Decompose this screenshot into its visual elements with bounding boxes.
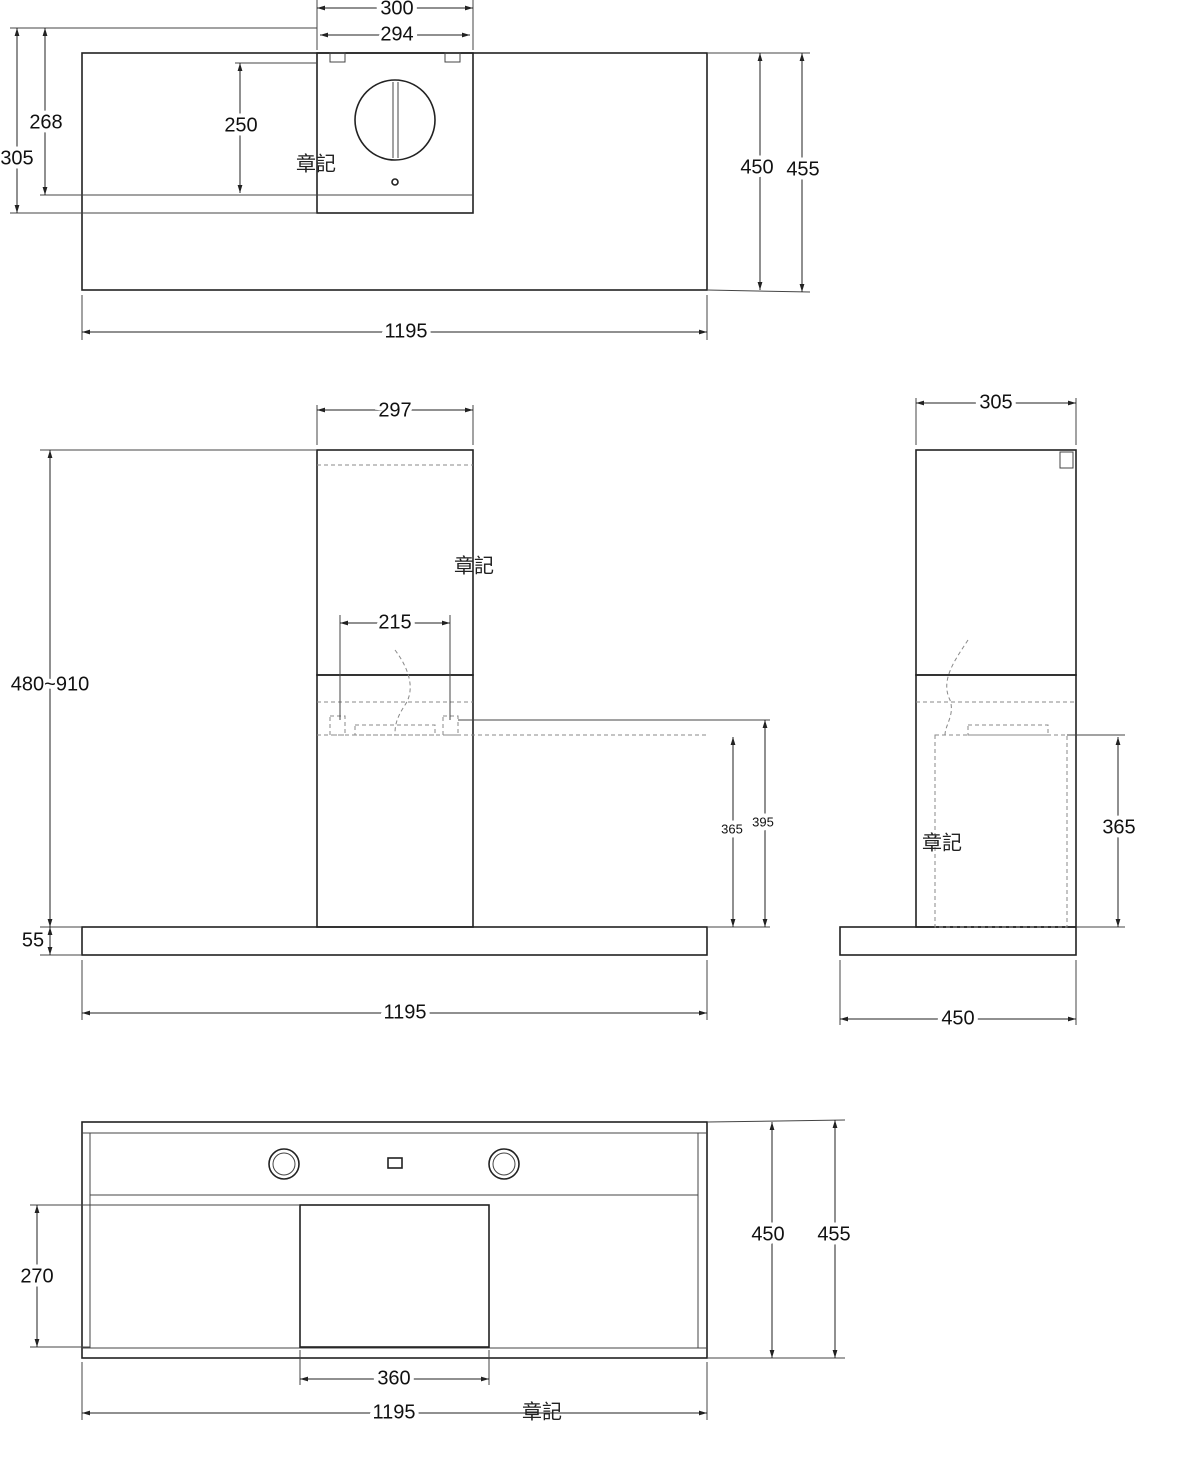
dim-label: 480~910 bbox=[11, 673, 89, 695]
dim-label: 1195 bbox=[383, 1001, 426, 1023]
dim-label: 1195 bbox=[372, 1401, 415, 1423]
watermark: 章記 bbox=[296, 152, 336, 176]
dim-label: 55 bbox=[22, 929, 44, 951]
side-view: 305 365 450 bbox=[839, 387, 1140, 1033]
display-indicator bbox=[387, 1157, 403, 1169]
dim-label: 250 bbox=[224, 114, 257, 136]
front-view: 297 480~910 55 215 365 395 1195 bbox=[7, 395, 778, 1027]
dim-label: 1195 bbox=[384, 320, 427, 342]
dim-label: 305 bbox=[0, 147, 33, 169]
dim-label: 297 bbox=[378, 399, 411, 421]
grease-filter bbox=[299, 1204, 490, 1348]
dim-label: 395 bbox=[752, 814, 774, 829]
dim-label: 268 bbox=[29, 111, 62, 133]
dim-label: 294 bbox=[380, 23, 413, 45]
dim-label: 360 bbox=[377, 1367, 410, 1389]
knob-left[interactable] bbox=[268, 1148, 300, 1180]
dim-label: 215 bbox=[378, 611, 411, 633]
dim-label: 365 bbox=[721, 821, 743, 836]
dim-label: 450 bbox=[751, 1223, 784, 1245]
bottom-view: 450 455 270 360 1195 bbox=[16, 1119, 855, 1427]
watermark: 章記 bbox=[922, 831, 962, 855]
dim-label: 450 bbox=[941, 1007, 974, 1029]
dim-label: 455 bbox=[817, 1223, 850, 1245]
knob-right[interactable] bbox=[488, 1148, 520, 1180]
duct-outlet bbox=[354, 79, 436, 161]
dim-label: 300 bbox=[380, 0, 413, 19]
watermark: 章記 bbox=[454, 554, 494, 578]
dim-label: 450 bbox=[740, 156, 773, 178]
dim-label: 270 bbox=[20, 1265, 53, 1287]
dim-label: 455 bbox=[786, 158, 819, 180]
dim-label: 305 bbox=[979, 391, 1012, 413]
watermark: 章記 bbox=[522, 1400, 562, 1424]
top-view: 300 294 305 268 250 450 455 1195 bbox=[0, 0, 824, 346]
dim-label: 365 bbox=[1102, 816, 1135, 838]
